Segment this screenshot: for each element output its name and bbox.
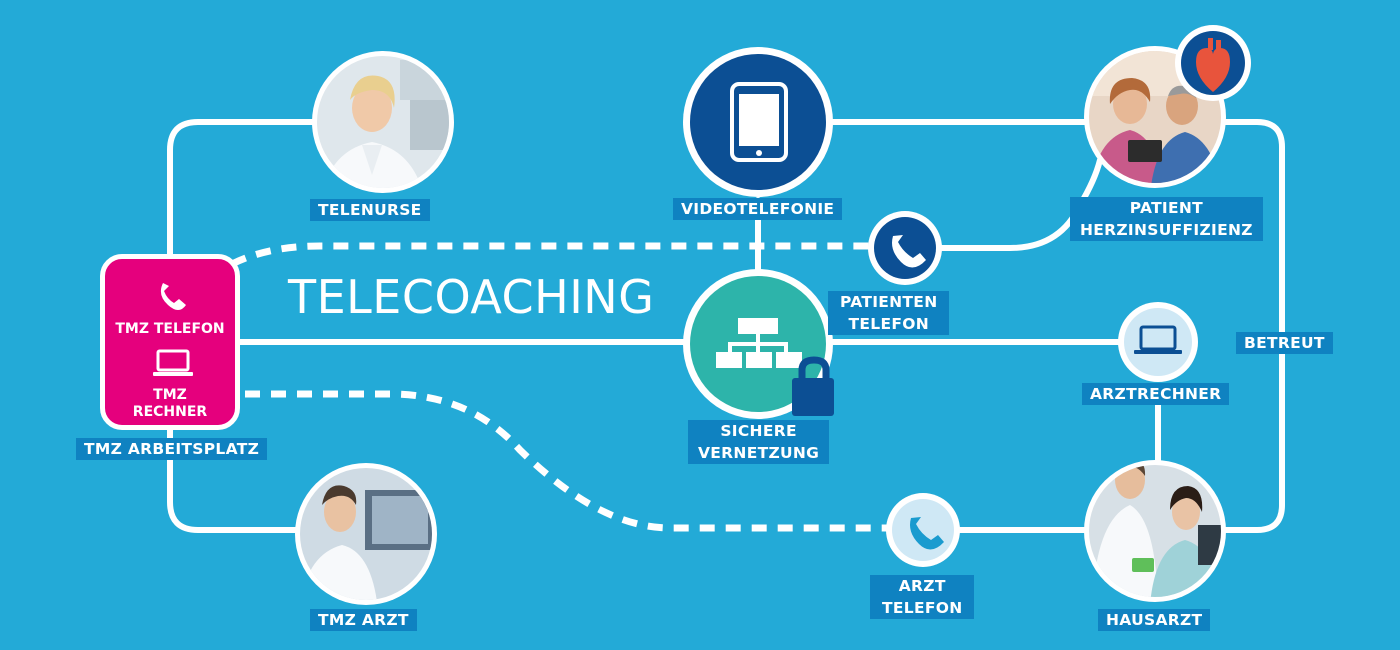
arzt-phone-circle [886,493,960,567]
tmz-workstation: TMZ TELEFON TMZ RECHNER [100,254,240,430]
tmz-arbeitsplatz-label: TMZ ARBEITSPLATZ [76,438,268,460]
heart-icon [1196,48,1230,92]
patient-label: PATIENT HERZINSUFFIZIENZ [1070,197,1263,241]
diagram-title: TELECOACHING [288,270,655,324]
phone-icon [892,235,926,268]
arztrechner-label: ARZTRECHNER [1082,383,1230,405]
patienten-telefon-label: PATIENTEN TELEFON [828,291,950,335]
phone-icon [160,283,186,310]
lock-icon [792,356,834,416]
phone-icon [910,517,944,550]
hausarzt-photo [1084,460,1226,602]
dashed-workstation-patient-phone [230,242,870,268]
laptop-icon [1134,325,1182,354]
tmz-arzt-photo [295,463,437,605]
tmz-rechner-label: TMZ RECHNER [132,387,208,420]
hausarzt-label: HAUSARZT [1098,609,1211,631]
line-workstation-tmz-arzt [167,427,303,533]
tmz-arzt-label: TMZ ARZT [310,609,417,631]
telenurse-photo [312,51,454,193]
betreut-label: BETREUT [1236,332,1333,354]
network-hierarchy-icon [716,318,802,368]
dashed-connections [230,242,888,532]
tablet-icon [730,82,788,162]
line-betreut [1218,119,1285,533]
telenurse-label: TELENURSE [310,199,430,221]
tmz-telefon-label: TMZ TELEFON [115,321,225,337]
dashed-workstation-arzt-phone [245,390,888,532]
line-workstation-telenurse [167,119,319,259]
sichere-vernetzung-label: SICHERE VERNETZUNG [688,420,830,464]
arzt-telefon-label: ARZT TELEFON [870,575,975,619]
heart-badge [1175,25,1251,101]
laptop-icon [153,349,193,376]
videotelefonie-circle [683,47,833,197]
arztrechner-circle [1118,302,1198,382]
videotelefonie-label: VIDEOTELEFONIE [673,198,843,220]
patient-phone-circle [868,211,942,285]
